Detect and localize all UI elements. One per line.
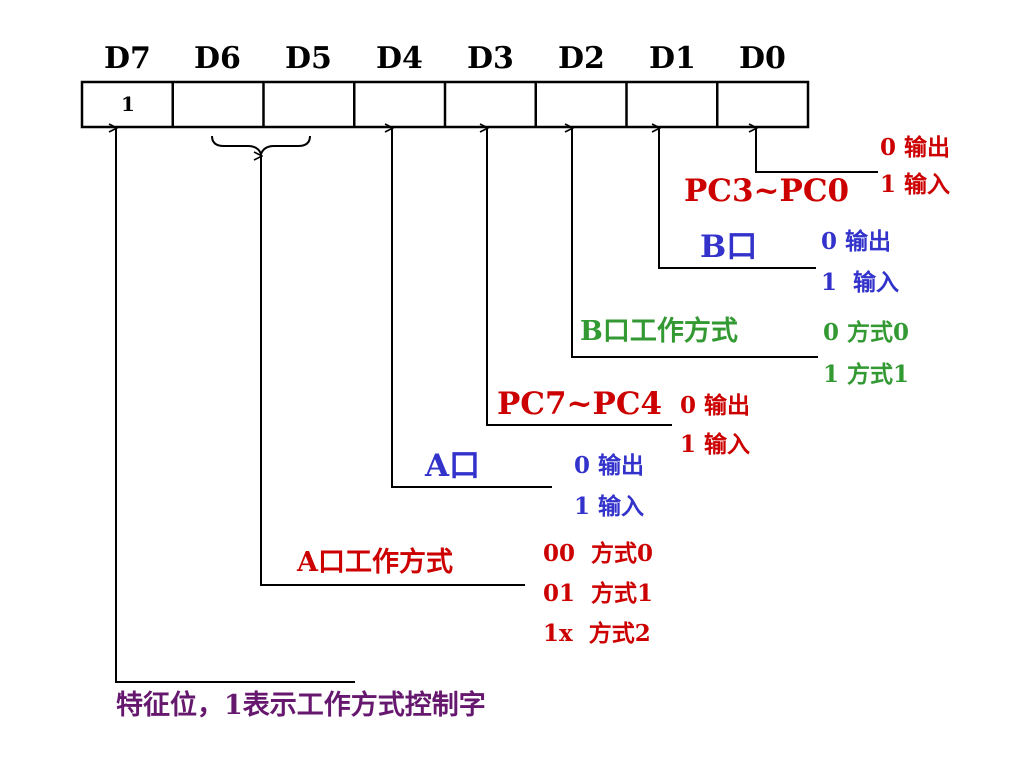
d0-connector (756, 128, 878, 173)
d3-connector (487, 128, 672, 426)
port-b-option-0: 0 输出 (821, 228, 892, 255)
bit-header-d6: D6 (194, 41, 241, 76)
port-b-mode-option-1: 1 方式1 (823, 361, 910, 388)
port-a-label: A口 (425, 448, 481, 484)
pc-high-option-0: 0 输出 (680, 392, 751, 419)
d6-d5-brace (211, 135, 311, 157)
port-a-mode-option-01: 01 方式1 (543, 580, 654, 607)
port-b-label: B口 (700, 229, 758, 265)
bit-header-d0: D0 (739, 41, 786, 76)
bit-cell-d7-value: 1 (121, 92, 135, 116)
bit-header-d5: D5 (285, 41, 332, 76)
pc-low-option-1: 1 输入 (880, 171, 951, 198)
port-a-mode-option-00: 00 方式0 (543, 540, 654, 567)
d2-connector (572, 128, 818, 358)
port-a-mode-option-1x: 1x 方式2 (543, 620, 651, 647)
bit-header-d2: D2 (558, 41, 605, 76)
flag-bit-label: 特征位，1表示工作方式控制字 (116, 690, 486, 721)
bit-header-d1: D1 (649, 41, 696, 76)
port-a-option-0: 0 输出 (574, 452, 645, 479)
d6d5-connector (261, 156, 525, 586)
pc-low-label: PC3~PC0 (684, 173, 850, 209)
bit-header-d4: D4 (376, 41, 423, 76)
d4-connector (392, 128, 552, 488)
register-box (80, 80, 810, 129)
bit-header-d7: D7 (104, 41, 151, 76)
port-a-mode-label: A口工作方式 (297, 547, 453, 578)
pc-high-label: PC7~PC4 (497, 386, 663, 422)
port-b-mode-option-0: 0 方式0 (823, 319, 910, 346)
pc-high-option-1: 1 输入 (680, 431, 751, 458)
d7-connector (116, 128, 355, 683)
port-b-mode-label: B口工作方式 (580, 316, 738, 347)
pc-low-option-0: 0 输出 (880, 134, 951, 161)
port-b-option-1: 1 输入 (821, 269, 900, 296)
bit-header-d3: D3 (467, 41, 514, 76)
port-a-option-1: 1 输入 (574, 493, 645, 520)
d1-connector (659, 128, 816, 269)
